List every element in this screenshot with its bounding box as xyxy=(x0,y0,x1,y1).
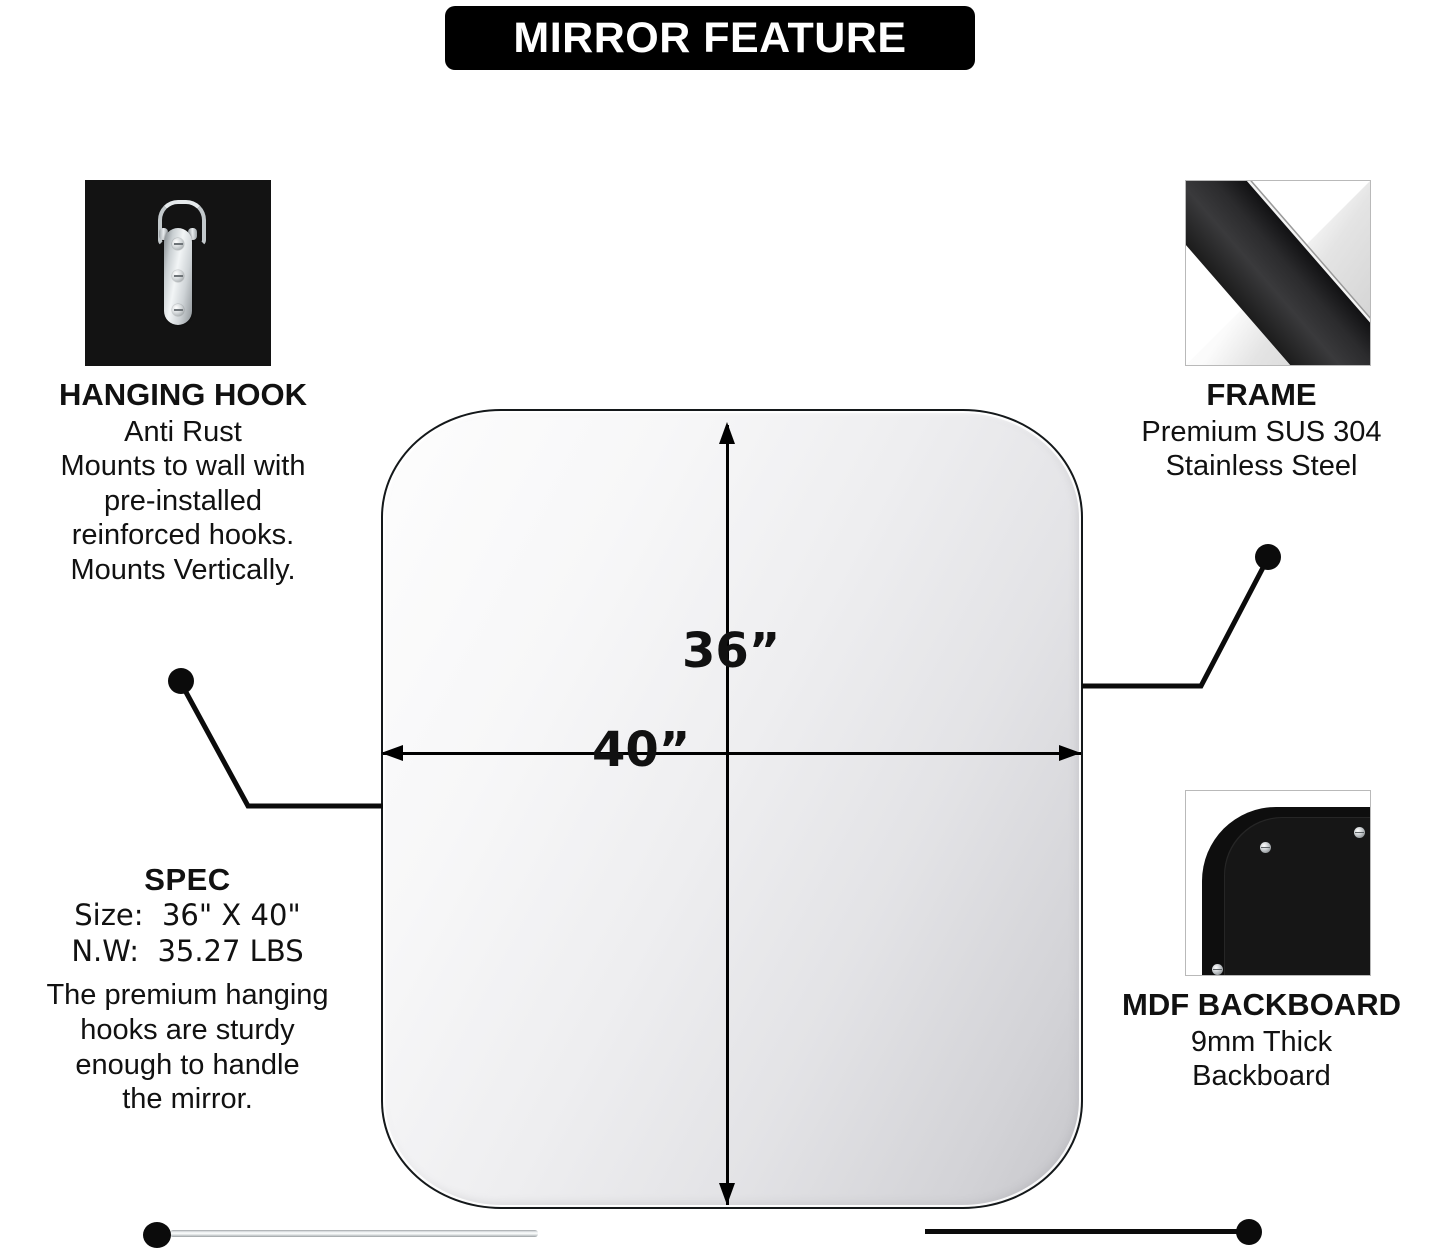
hook-screw-icon xyxy=(172,238,184,250)
hook-strap-icon xyxy=(164,228,192,325)
backboard-screw-icon xyxy=(1212,964,1223,975)
spec-block: SPEC Size: 36" X 40" N.W: 35.27 LBS The … xyxy=(0,862,375,1117)
height-dimension-line xyxy=(726,425,729,1205)
frame-leader-line xyxy=(1082,558,1270,689)
backboard-screw-icon xyxy=(1354,827,1365,838)
d-ring-icon xyxy=(158,200,206,246)
spec-heading: SPEC xyxy=(144,862,231,897)
d-ring-feet-icon xyxy=(159,228,197,240)
page-title: MIRROR FEATURE xyxy=(513,13,907,62)
hanging-hook-leader-line xyxy=(178,681,383,809)
bottom-left-rail-dot xyxy=(143,1222,171,1248)
frame-heading: FRAME xyxy=(1206,377,1317,412)
hook-screw-icon xyxy=(172,304,184,316)
hanging-hook-leader-dot xyxy=(168,668,194,694)
spec-size-line: Size: 36" X 40" xyxy=(74,898,301,932)
hanging-hook-heading: HANGING HOOK xyxy=(59,377,307,412)
height-arrow-bottom-icon xyxy=(719,1183,735,1205)
height-dimension-label: 36” xyxy=(682,623,781,679)
hanging-hook-thumbnail xyxy=(85,180,271,366)
bottom-left-rail xyxy=(170,1230,538,1237)
bottom-right-rail-dot xyxy=(1236,1219,1262,1245)
bottom-right-rail xyxy=(925,1229,1243,1234)
backboard-inner-panel-icon xyxy=(1224,817,1370,975)
mdf-backboard-thumbnail xyxy=(1185,790,1371,976)
width-dimension-label: 40” xyxy=(592,722,691,778)
backboard-screw-icon xyxy=(1260,842,1271,853)
spec-weight-line: N.W: 35.27 LBS xyxy=(71,933,304,968)
frame-leader-dot xyxy=(1255,544,1281,570)
title-banner: MIRROR FEATURE xyxy=(445,6,975,70)
height-arrow-top-icon xyxy=(719,422,735,444)
mirror-product-image xyxy=(381,409,1083,1209)
hook-screw-icon xyxy=(172,270,184,282)
frame-thumbnail xyxy=(1185,180,1371,366)
width-dimension-line xyxy=(383,752,1081,755)
width-arrow-right-icon xyxy=(1059,745,1081,761)
mdf-backboard-heading: MDF BACKBOARD xyxy=(1122,987,1401,1022)
width-arrow-left-icon xyxy=(381,745,403,761)
